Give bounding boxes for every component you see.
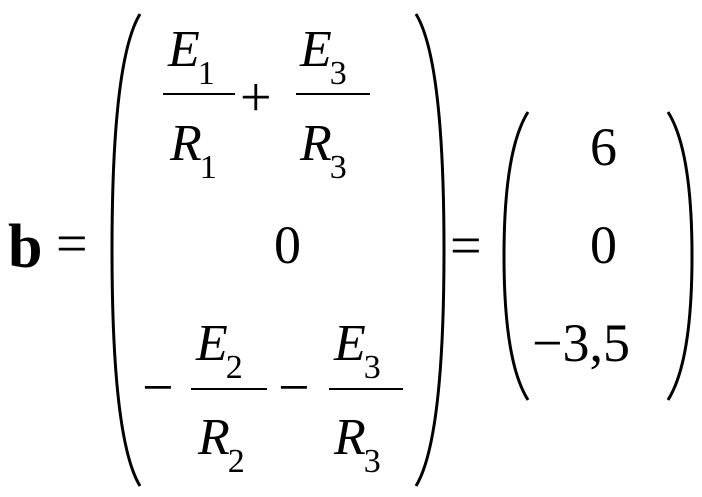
subscript: 3 (363, 443, 381, 480)
fraction-2-denominator: R3 (300, 115, 347, 186)
matrix-right-value-1: 6 (590, 117, 617, 177)
subscript: 1 (199, 149, 217, 186)
fraction-1-denominator: R1 (170, 115, 217, 186)
subscript: 2 (225, 349, 243, 386)
minus-sign-leading: − (142, 357, 174, 419)
fraction-4-numerator: E3 (334, 315, 381, 386)
fraction-4-bar (329, 388, 403, 390)
fraction-1-numerator: E1 (168, 21, 215, 92)
fraction-3-bar (191, 388, 267, 390)
subscript: 2 (227, 443, 245, 480)
subscript: 3 (329, 55, 347, 92)
subscript: 3 (329, 149, 347, 186)
equals-sign-2: = (450, 215, 482, 277)
left-matrix-close-paren (414, 13, 446, 487)
fraction-2-bar (296, 93, 370, 95)
matrix-left-row-2: 0 (274, 215, 301, 275)
right-matrix-open-paren (502, 111, 530, 401)
vector-symbol-b: b (8, 213, 43, 281)
subscript: 3 (363, 349, 381, 386)
fraction-4-denominator: R3 (334, 409, 381, 480)
matrix-right-value-2: 0 (590, 215, 617, 275)
fraction-3-denominator: R2 (198, 409, 245, 480)
matrix-right-value-3: −3,5 (532, 313, 630, 373)
equals-sign: = (56, 213, 88, 275)
subscript: 1 (197, 55, 215, 92)
minus-operator: − (278, 357, 310, 419)
fraction-1-bar (163, 93, 235, 95)
fraction-2-numerator: E3 (300, 21, 347, 92)
left-matrix-open-paren (110, 13, 142, 487)
fraction-3-numerator: E2 (196, 315, 243, 386)
right-matrix-close-paren (666, 111, 694, 401)
plus-operator: + (240, 67, 272, 129)
